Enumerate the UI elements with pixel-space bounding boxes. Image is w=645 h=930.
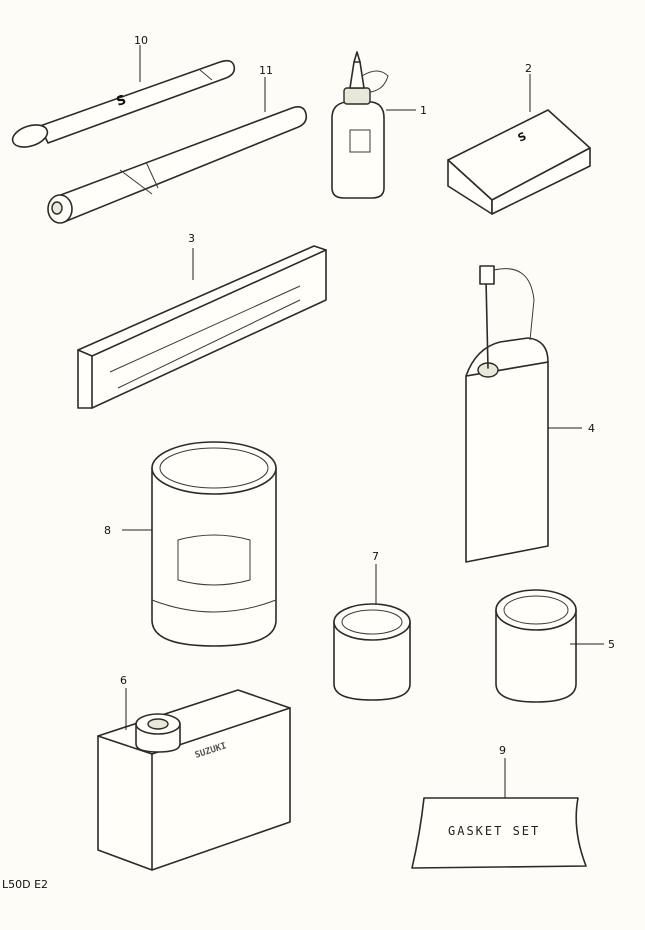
square-can-part: SUZUKI xyxy=(97,688,291,871)
part-number-2: 2 xyxy=(525,62,532,75)
part-number-1: 1 xyxy=(420,104,427,117)
part-number-3: 3 xyxy=(188,232,195,245)
part-number-10: 10 xyxy=(134,34,148,47)
part-number-6: 6 xyxy=(120,674,127,687)
large-can-part xyxy=(122,441,277,647)
part-number-4: 4 xyxy=(588,422,595,435)
svg-text:S: S xyxy=(115,93,129,110)
gasket-set-part: GASKET SET xyxy=(411,758,587,869)
small-can-right-part xyxy=(495,589,604,703)
small-box-part: S xyxy=(447,74,591,215)
gasket-set-label: GASKET SET xyxy=(448,824,540,838)
part-number-7: 7 xyxy=(372,550,379,563)
grease-gun-part xyxy=(47,77,308,224)
part-number-5: 5 xyxy=(608,638,615,651)
small-can-middle-part xyxy=(333,564,411,701)
bottle-part xyxy=(331,51,416,199)
part-number-9: 9 xyxy=(499,744,506,757)
tall-can-part xyxy=(465,265,582,563)
long-box-part xyxy=(77,245,327,409)
part-number-8: 8 xyxy=(104,524,111,537)
tube-part: S xyxy=(11,45,236,148)
diagram-code: L50D E2 xyxy=(2,878,48,891)
part-number-11: 11 xyxy=(259,64,273,77)
